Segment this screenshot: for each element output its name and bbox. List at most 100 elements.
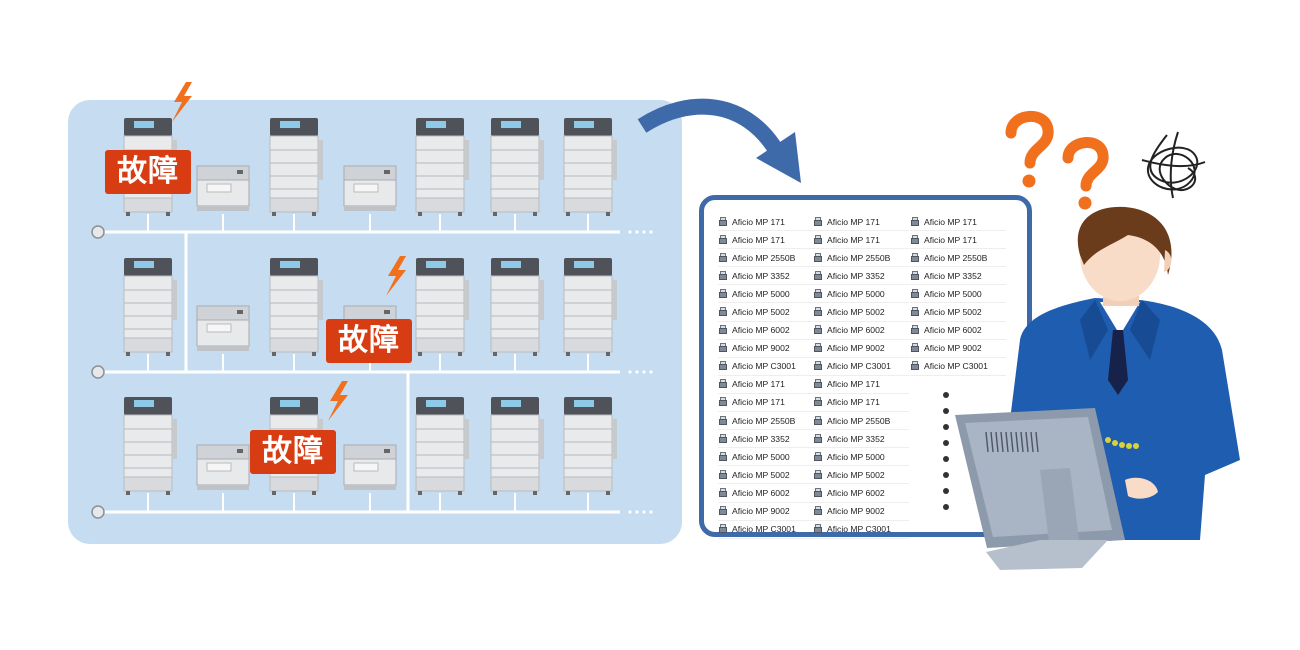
printer-icon <box>813 524 823 534</box>
device-name: Aficio MP 5002 <box>924 307 982 318</box>
printer-icon <box>718 379 728 389</box>
device-list-item[interactable]: Aficio MP 171 <box>813 231 909 250</box>
printer-icon <box>813 451 823 462</box>
device-list-item[interactable]: Aficio MP 171 <box>910 213 1006 232</box>
device-list-item[interactable]: Aficio MP 5000 <box>718 448 814 467</box>
printer-icon <box>813 343 823 353</box>
device-list-item[interactable]: Aficio MP 171 <box>910 231 1006 250</box>
printer-icon <box>718 270 728 281</box>
device-list-item[interactable]: Aficio MP 5002 <box>718 466 814 485</box>
device-name: Aficio MP 5000 <box>732 451 790 462</box>
device-list-item[interactable]: Aficio MP 171 <box>718 376 814 394</box>
printer-icon <box>718 451 728 462</box>
multifunction-printer <box>490 258 544 356</box>
device-list-item[interactable]: Aficio MP 171 <box>718 213 814 232</box>
multifunction-printer <box>415 397 469 495</box>
multifunction-printer <box>563 397 617 495</box>
device-name: Aficio MP 5000 <box>732 288 790 299</box>
printer-icon <box>718 288 728 299</box>
device-name: Aficio MP 9002 <box>924 343 982 354</box>
device-list-item[interactable]: Aficio MP 3352 <box>813 430 909 449</box>
printer-icon <box>910 234 920 245</box>
device-list-item[interactable]: Aficio MP 6002 <box>813 322 909 340</box>
printer-icon <box>813 252 823 263</box>
laser-printer <box>343 165 397 211</box>
printer-icon <box>910 216 920 227</box>
device-list-item[interactable]: Aficio MP 3352 <box>718 267 814 286</box>
device-list-item[interactable]: Aficio MP 5000 <box>813 448 909 467</box>
device-list-item[interactable]: Aficio MP 171 <box>813 394 909 413</box>
device-list-item[interactable]: Aficio MP 2550B <box>813 249 909 268</box>
device-list-item[interactable]: Aficio MP C3001 <box>813 358 909 376</box>
device-list-item[interactable]: Aficio MP 171 <box>813 213 909 232</box>
device-list-item[interactable]: Aficio MP 5000 <box>813 285 909 304</box>
printer-icon <box>718 252 728 263</box>
continuation-dot <box>943 488 949 494</box>
device-list-item[interactable]: Aficio MP 9002 <box>813 340 909 358</box>
printer-icon <box>910 288 920 299</box>
device-list-item[interactable]: Aficio MP 5002 <box>718 303 814 322</box>
fault-badge: 故障 <box>250 430 336 474</box>
device-list-item[interactable]: Aficio MP 9002 <box>718 503 814 521</box>
bus-terminator <box>91 365 105 379</box>
printer-icon <box>718 524 728 534</box>
bus-continuation-dot <box>642 510 646 514</box>
fault-badge: 故障 <box>105 150 191 194</box>
device-list-item[interactable]: Aficio MP 3352 <box>910 267 1006 286</box>
device-list-item[interactable]: Aficio MP 2550B <box>813 412 909 431</box>
device-name: Aficio MP C3001 <box>732 361 796 372</box>
device-list-item[interactable]: Aficio MP 3352 <box>813 267 909 286</box>
printer-icon <box>910 361 920 371</box>
device-list-item[interactable]: Aficio MP C3001 <box>813 521 909 539</box>
printer-icon <box>718 469 728 480</box>
device-name: Aficio MP 3352 <box>732 270 790 281</box>
device-list-item[interactable]: Aficio MP 9002 <box>718 340 814 358</box>
device-list-item[interactable]: Aficio MP 6002 <box>910 322 1006 340</box>
device-list-item[interactable]: Aficio MP 5000 <box>718 285 814 304</box>
device-name: Aficio MP 6002 <box>732 487 790 498</box>
bus-continuation-dot <box>628 370 632 374</box>
device-list-item[interactable]: Aficio MP 3352 <box>718 430 814 449</box>
device-list-item[interactable]: Aficio MP 171 <box>718 394 814 413</box>
device-list-item[interactable]: Aficio MP 6002 <box>718 484 814 503</box>
device-list-item[interactable]: Aficio MP 171 <box>718 231 814 250</box>
device-name: Aficio MP 171 <box>732 234 785 245</box>
device-list-item[interactable]: Aficio MP 5002 <box>813 303 909 322</box>
printer-icon <box>813 433 823 444</box>
device-list-item[interactable]: Aficio MP 2550B <box>910 249 1006 268</box>
device-list-item[interactable]: Aficio MP 171 <box>813 376 909 394</box>
device-name: Aficio MP 5002 <box>827 307 885 318</box>
device-list-item[interactable]: Aficio MP 5000 <box>910 285 1006 304</box>
device-name: Aficio MP C3001 <box>732 524 796 535</box>
printer-icon <box>910 325 920 335</box>
device-list-item[interactable]: Aficio MP C3001 <box>718 358 814 376</box>
device-list-item[interactable]: Aficio MP 9002 <box>910 340 1006 358</box>
device-name: Aficio MP 5002 <box>732 307 790 318</box>
device-list-item[interactable]: Aficio MP 6002 <box>718 322 814 340</box>
multifunction-printer <box>415 118 469 216</box>
device-list-item[interactable]: Aficio MP 5002 <box>813 466 909 485</box>
device-list-item[interactable]: Aficio MP 5002 <box>910 303 1006 322</box>
printer-icon <box>813 469 823 480</box>
device-list-item[interactable]: Aficio MP C3001 <box>910 358 1006 376</box>
device-name: Aficio MP 171 <box>924 216 977 227</box>
device-name: Aficio MP 171 <box>827 397 880 408</box>
device-list-item[interactable]: Aficio MP 2550B <box>718 249 814 268</box>
continuation-dot <box>943 440 949 446</box>
device-name: Aficio MP 9002 <box>827 343 885 354</box>
device-name: Aficio MP 6002 <box>924 325 982 336</box>
continuation-dot <box>943 424 949 430</box>
device-name: Aficio MP 3352 <box>827 270 885 281</box>
printer-icon <box>910 252 920 263</box>
device-list-item[interactable]: Aficio MP 9002 <box>813 503 909 521</box>
device-list-item[interactable]: Aficio MP 2550B <box>718 412 814 431</box>
bus-continuation-dot <box>628 230 632 234</box>
device-list-item[interactable]: Aficio MP C3001 <box>718 521 814 539</box>
device-name: Aficio MP 171 <box>827 216 880 227</box>
device-name: Aficio MP 2550B <box>827 252 891 263</box>
device-list-item[interactable]: Aficio MP 6002 <box>813 484 909 503</box>
